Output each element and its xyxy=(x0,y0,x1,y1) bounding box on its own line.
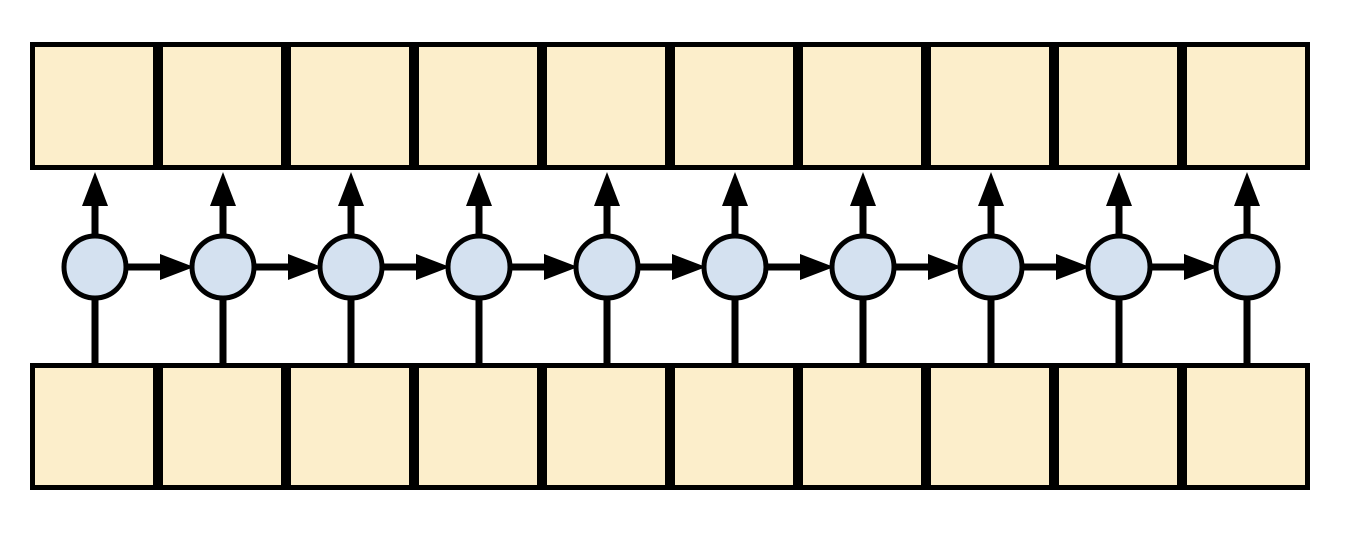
vertical-edges-group xyxy=(82,172,1260,363)
hidden-to-output-arrowhead-7 xyxy=(978,172,1004,206)
output-cell-3 xyxy=(414,42,542,170)
hidden-to-hidden-arrowhead-4 xyxy=(672,254,706,280)
output-cell-9 xyxy=(1182,42,1310,170)
input-row-group xyxy=(30,363,1310,490)
input-cell-3 xyxy=(414,363,542,490)
hidden-to-hidden-arrowhead-5 xyxy=(800,254,834,280)
hidden-to-output-arrowhead-2 xyxy=(338,172,364,206)
hidden-node-9 xyxy=(1213,233,1281,301)
hidden-to-output-arrowhead-8 xyxy=(1106,172,1132,206)
hidden-node-2 xyxy=(317,233,385,301)
hidden-to-hidden-arrowhead-1 xyxy=(288,254,322,280)
input-cell-9 xyxy=(1182,363,1310,490)
input-cell-4 xyxy=(542,363,670,490)
hidden-to-output-arrowhead-9 xyxy=(1234,172,1260,206)
hidden-to-hidden-arrowhead-7 xyxy=(1056,254,1090,280)
hidden-node-5 xyxy=(701,233,769,301)
hidden-to-output-arrowhead-4 xyxy=(594,172,620,206)
hidden-to-output-arrowhead-5 xyxy=(722,172,748,206)
output-cell-5 xyxy=(670,42,798,170)
input-cell-8 xyxy=(1054,363,1182,490)
hidden-node-3 xyxy=(445,233,513,301)
hidden-to-hidden-arrowhead-0 xyxy=(160,254,194,280)
output-cell-7 xyxy=(926,42,1054,170)
hidden-node-1 xyxy=(189,233,257,301)
hidden-node-0 xyxy=(61,233,129,301)
hidden-node-7 xyxy=(957,233,1025,301)
hidden-to-output-arrowhead-3 xyxy=(466,172,492,206)
hidden-node-6 xyxy=(829,233,897,301)
hidden-to-hidden-arrowhead-6 xyxy=(928,254,962,280)
hidden-to-hidden-arrowhead-2 xyxy=(416,254,450,280)
input-cell-2 xyxy=(286,363,414,490)
output-cell-4 xyxy=(542,42,670,170)
hidden-node-4 xyxy=(573,233,641,301)
output-cell-1 xyxy=(158,42,286,170)
hidden-node-8 xyxy=(1085,233,1153,301)
output-cell-8 xyxy=(1054,42,1182,170)
input-cell-7 xyxy=(926,363,1054,490)
hidden-to-output-arrowhead-6 xyxy=(850,172,876,206)
hidden-to-hidden-arrowhead-8 xyxy=(1184,254,1218,280)
hidden-to-hidden-arrowhead-3 xyxy=(544,254,578,280)
hidden-to-output-arrowhead-0 xyxy=(82,172,108,206)
hidden-node-group xyxy=(61,233,1281,301)
output-cell-0 xyxy=(30,42,158,170)
input-cell-1 xyxy=(158,363,286,490)
hidden-to-output-arrowhead-1 xyxy=(210,172,236,206)
horizontal-edges-group xyxy=(125,254,1218,280)
output-cell-6 xyxy=(798,42,926,170)
output-cell-2 xyxy=(286,42,414,170)
output-row-group xyxy=(30,42,1310,170)
input-cell-0 xyxy=(30,363,158,490)
input-cell-5 xyxy=(670,363,798,490)
input-cell-6 xyxy=(798,363,926,490)
